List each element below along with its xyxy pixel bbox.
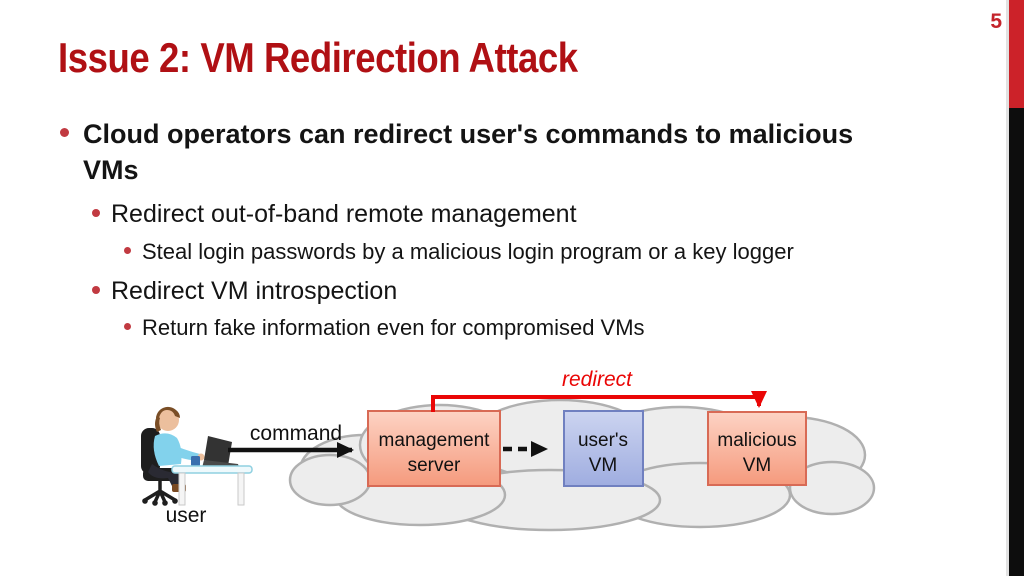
accent-bar-red-segment: [1009, 0, 1024, 108]
bullet-text: Redirect out-of-band remote management: [111, 200, 577, 228]
malicious-vm-label-line1: malicious: [717, 430, 796, 451]
management-server-label-line1: management: [379, 430, 491, 451]
malicious-vm-label-line2: VM: [743, 455, 772, 476]
user-label: user: [166, 504, 207, 527]
bullet-dot-icon: [124, 323, 131, 330]
bullet-dot-icon: [60, 128, 69, 137]
bullet-dot-icon: [124, 247, 131, 254]
bullet-level3: Return fake information even for comprom…: [124, 314, 645, 341]
slide-title: Issue 2: VM Redirection Attack: [58, 34, 578, 81]
bullet-level2: Redirect VM introspection: [92, 276, 397, 306]
accent-bar-black-segment: [1009, 108, 1024, 576]
bullet-dot-icon: [92, 286, 100, 294]
bullet-text: Redirect VM introspection: [111, 277, 398, 305]
bullet-level1: Cloud operators can redirect user's comm…: [60, 116, 863, 188]
management-server-node: management server: [367, 410, 501, 487]
users-vm-node: user's VM: [563, 410, 644, 487]
user-at-computer-icon: [141, 406, 253, 506]
page-number: 5: [990, 10, 1002, 33]
attack-flow-diagram: user management server user's VM malicio…: [141, 368, 876, 532]
command-label: command: [250, 422, 342, 445]
bullet-level2: Redirect out-of-band remote management: [92, 199, 577, 229]
bullet-text: Return fake information even for comprom…: [142, 315, 645, 340]
redirect-label: redirect: [562, 368, 633, 391]
users-vm-label-line2: VM: [589, 455, 618, 476]
malicious-vm-node: malicious VM: [707, 411, 807, 486]
users-vm-label-line1: user's: [578, 430, 628, 451]
bullet-dot-icon: [92, 209, 100, 217]
bullet-level3: Steal login passwords by a malicious log…: [124, 238, 794, 265]
bullet-text: Cloud operators can redirect user's comm…: [83, 119, 854, 185]
redirect-arrow: [431, 391, 767, 412]
bullet-text: Steal login passwords by a malicious log…: [142, 239, 794, 264]
accent-bar-divider: [1006, 0, 1009, 576]
management-server-label-line2: server: [408, 455, 461, 476]
